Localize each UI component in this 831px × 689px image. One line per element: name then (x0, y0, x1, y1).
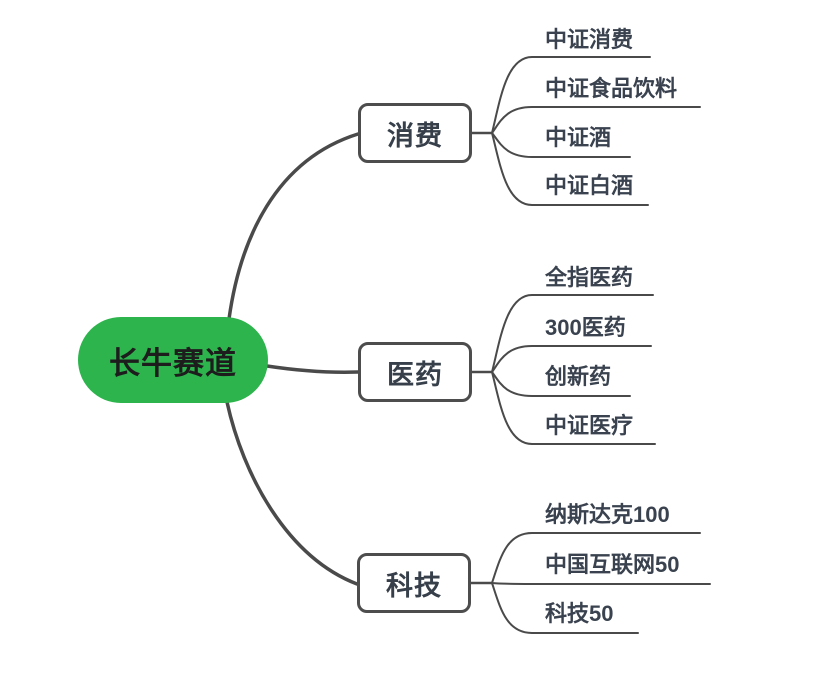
root-node: 长牛赛道 (78, 317, 268, 403)
branch-node-medicine: 医药 (358, 342, 472, 402)
edge-root-consumption (227, 132, 360, 321)
edge-root-medicine (265, 364, 360, 374)
leaf-tech-2: 科技50 (545, 601, 614, 626)
leaf-tech-0: 纳斯达克100 (545, 502, 670, 527)
branch-node-consumption: 消费 (358, 103, 472, 163)
leaf-medicine-1: 300医药 (545, 315, 626, 340)
leaf-tech-1: 中国互联网50 (545, 552, 680, 577)
edge-root-tech (225, 400, 359, 586)
branch-node-tech: 科技 (357, 553, 471, 613)
leaf-medicine-3: 中证医疗 (545, 413, 634, 438)
leaf-consumption-0: 中证消费 (545, 27, 634, 52)
leaf-consumption-2: 中证酒 (545, 125, 612, 150)
leaf-medicine-0: 全指医药 (545, 265, 634, 290)
leaf-consumption-1: 中证食品饮料 (545, 76, 678, 101)
leaf-consumption-3: 中证白酒 (545, 173, 634, 198)
edge-tech-child-1 (491, 582, 711, 585)
leaf-medicine-2: 创新药 (545, 364, 612, 389)
